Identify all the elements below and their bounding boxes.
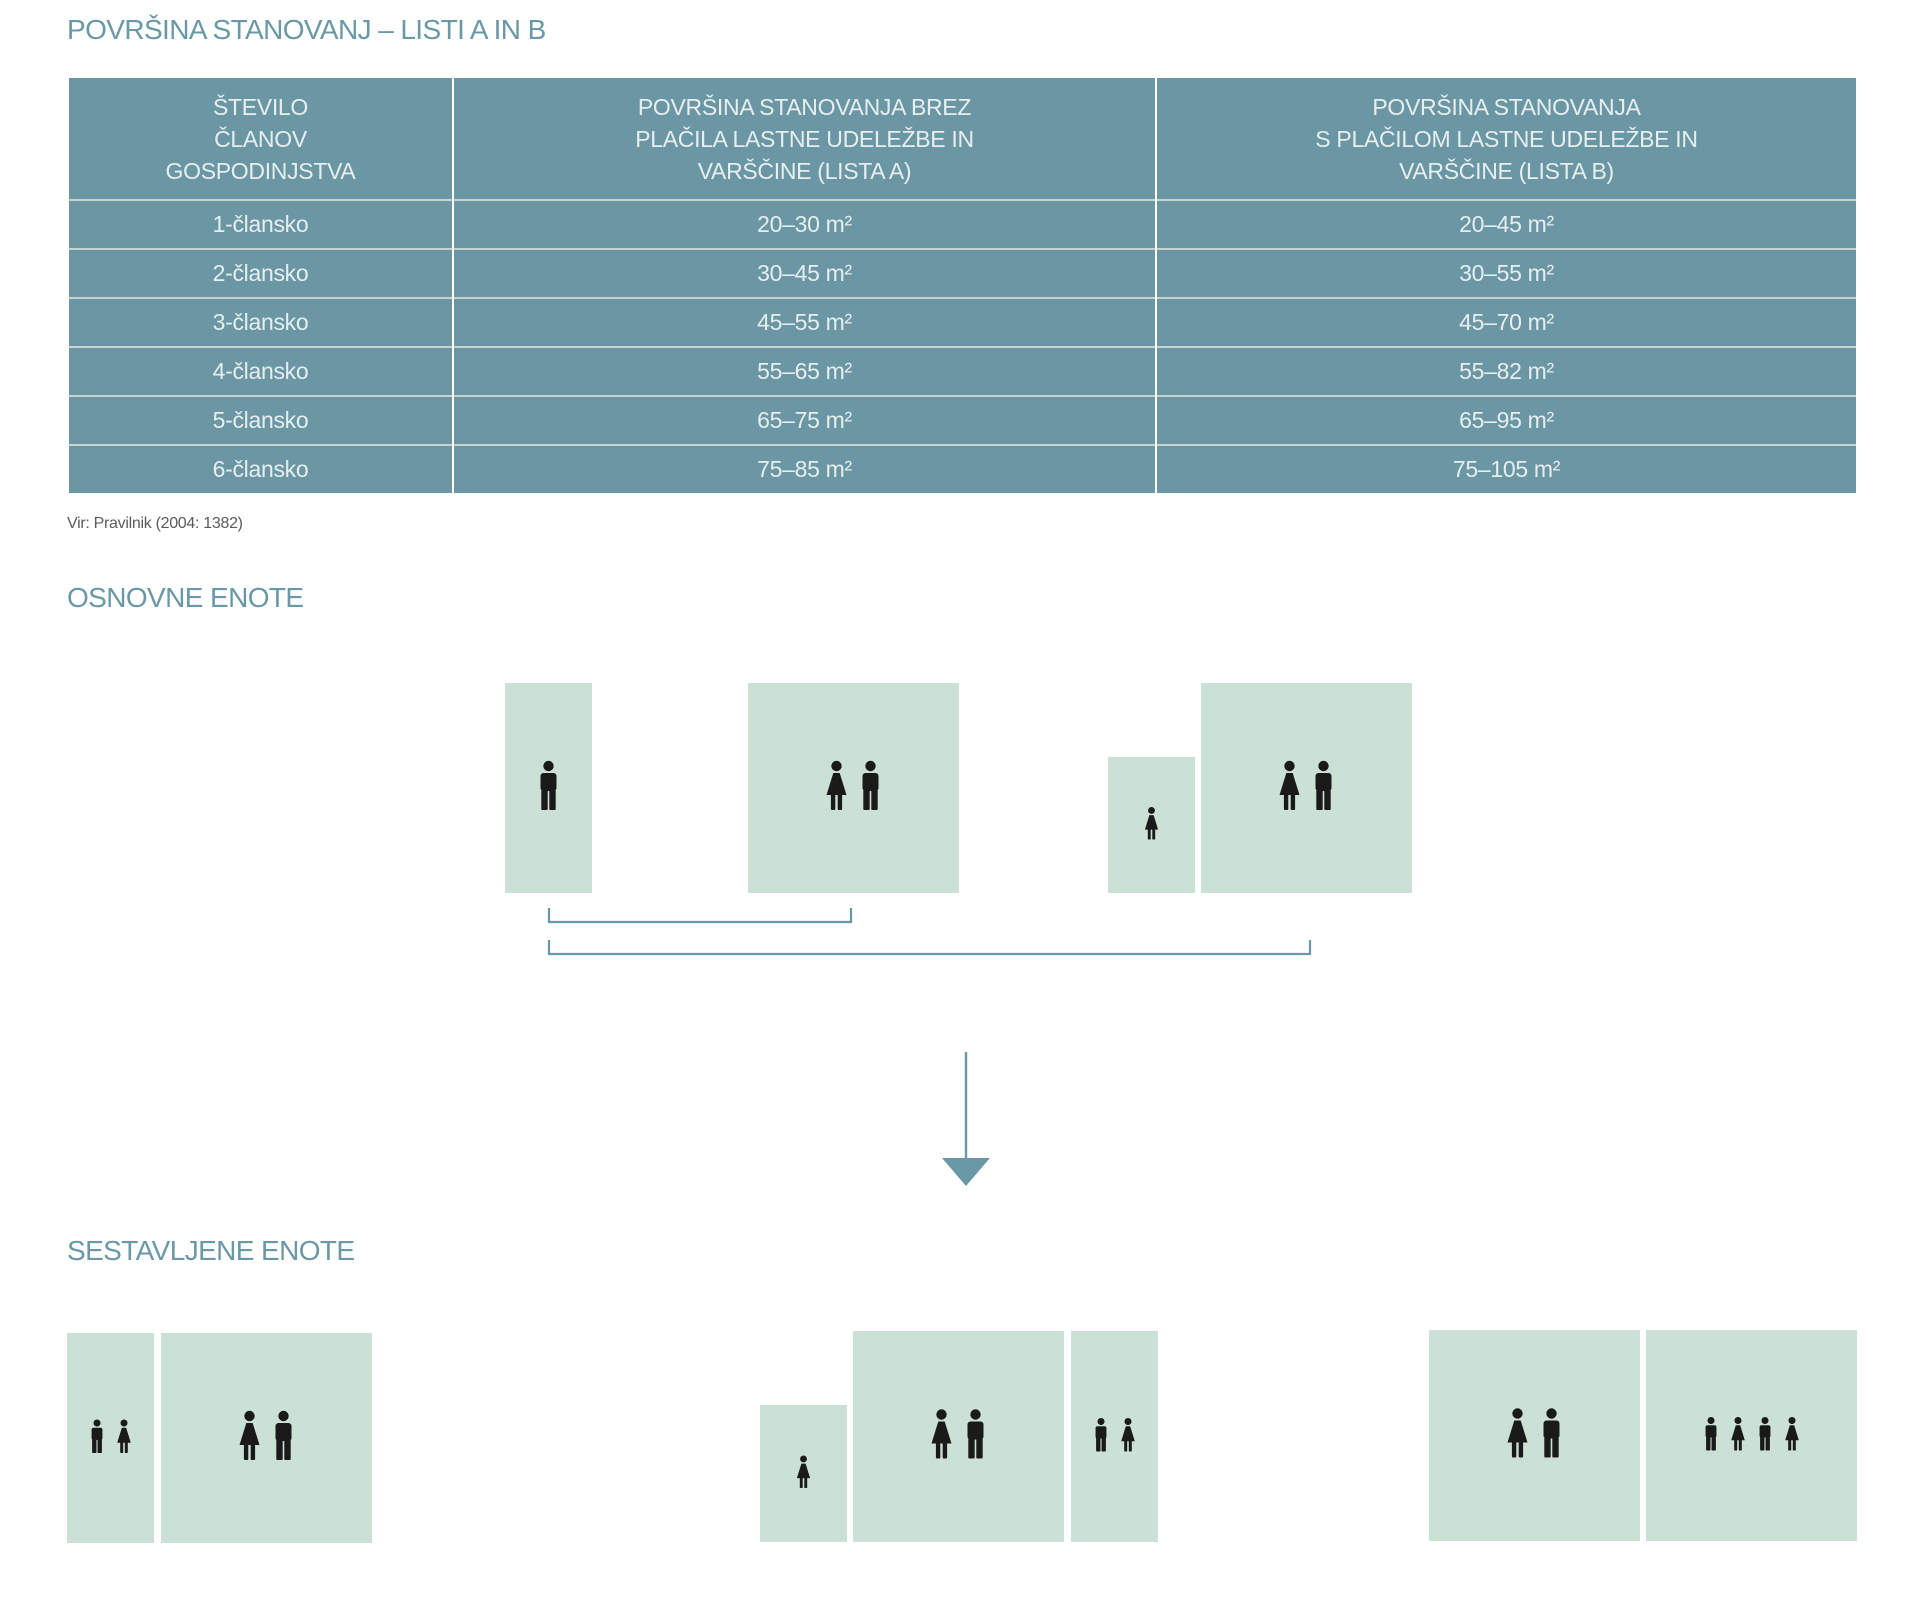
basic-units-heading: OSNOVNE ENOTE (67, 582, 304, 613)
table-row: 5-člansko 65–75 m² 65–95 m² (69, 395, 1856, 445)
table-row: 1-člansko 20–30 m² 20–45 m² (69, 199, 1856, 249)
composite-unit-box (1646, 1330, 1857, 1541)
composite-unit-box (67, 1333, 154, 1543)
household-cell: 5-člansko (69, 395, 453, 445)
list-a-cell: 30–45 m² (452, 248, 1156, 298)
list-b-cell: 75–105 m² (1155, 444, 1856, 493)
grouping-brackets (547, 908, 1312, 956)
basic-unit-box (1201, 683, 1412, 893)
composite-unit-box (1429, 1330, 1640, 1541)
composite-unit-box (853, 1331, 1064, 1542)
page-title: POVRŠINA STANOVANJ – LISTI A IN B (67, 14, 546, 45)
list-b-cell: 55–82 m² (1155, 346, 1856, 396)
list-b-cell: 45–70 m² (1155, 297, 1856, 347)
list-a-cell: 45–55 m² (452, 297, 1156, 347)
composite-unit-box (161, 1333, 372, 1543)
bracket-single-couple (547, 908, 853, 924)
table-row: 3-člansko 45–55 m² 45–70 m² (69, 297, 1856, 347)
household-cell: 3-člansko (69, 297, 453, 347)
composite-unit-box (1071, 1331, 1158, 1542)
down-arrow-icon (942, 1052, 990, 1186)
table-row: 6-člansko 75–85 m² 75–105 m² (69, 444, 1856, 493)
list-b-cell: 20–45 m² (1155, 199, 1856, 249)
composite-units-heading: SESTAVLJENE ENOTE (67, 1235, 355, 1266)
list-a-cell: 65–75 m² (452, 395, 1156, 445)
header-household-members: ŠTEVILO ČLANOV GOSPODINJSTVA (69, 78, 453, 200)
header-list-a: POVRŠINA STANOVANJA BREZ PLAČILA LASTNE … (452, 78, 1156, 200)
household-cell: 4-člansko (69, 346, 453, 396)
list-a-cell: 20–30 m² (452, 199, 1156, 249)
table-header-row: ŠTEVILO ČLANOV GOSPODINJSTVA POVRŠINA ST… (69, 78, 1856, 200)
household-cell: 1-člansko (69, 199, 453, 249)
table-row: 2-člansko 30–45 m² 30–55 m² (69, 248, 1856, 298)
list-a-cell: 75–85 m² (452, 444, 1156, 493)
table-row: 4-člansko 55–65 m² 55–82 m² (69, 346, 1856, 396)
header-list-b: POVRŠINA STANOVANJA S PLAČILOM LASTNE UD… (1155, 78, 1856, 200)
area-table: ŠTEVILO ČLANOV GOSPODINJSTVA POVRŠINA ST… (69, 78, 1856, 493)
list-b-cell: 30–55 m² (1155, 248, 1856, 298)
list-b-cell: 65–95 m² (1155, 395, 1856, 445)
basic-unit-box (748, 683, 959, 893)
household-cell: 2-člansko (69, 248, 453, 298)
bracket-single-family (547, 940, 1312, 956)
household-cell: 6-člansko (69, 444, 453, 493)
list-a-cell: 55–65 m² (452, 346, 1156, 396)
source-note: Vir: Pravilnik (2004: 1382) (67, 515, 243, 532)
